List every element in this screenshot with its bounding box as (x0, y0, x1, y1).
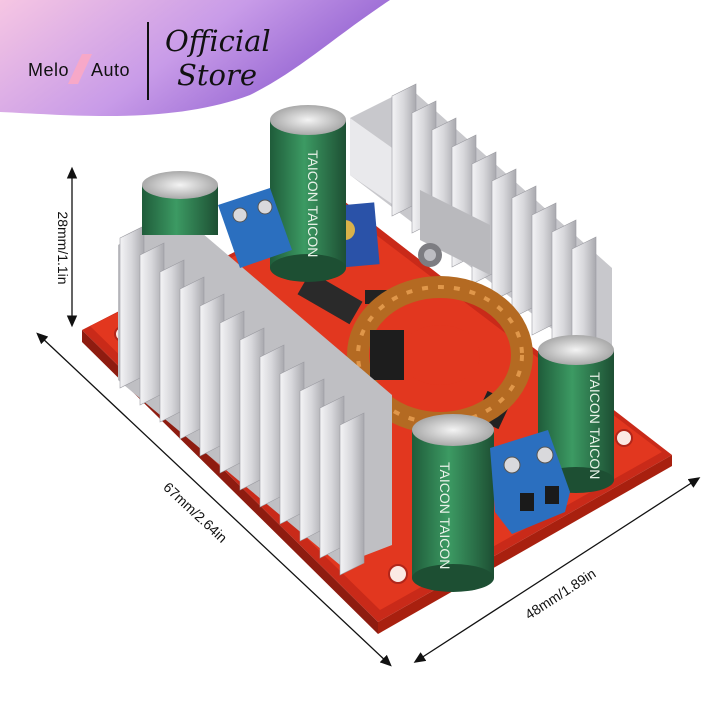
length-dimension-arrow (36, 332, 392, 667)
capacitor-marking: TAICON TAICON (437, 462, 453, 569)
capacitor (142, 171, 218, 235)
height-dimension-label: 28mm/1.1in (55, 211, 71, 284)
brand-name-right: Auto (91, 60, 131, 80)
capacitor: TAICON TAICON (270, 105, 346, 282)
rear-heatsink-fins (391, 83, 597, 370)
capacitor-marking: TAICON TAICON (587, 372, 603, 479)
width-dimension-arrow (413, 477, 701, 663)
length-dimension-label: 67mm/2.64in (160, 479, 230, 546)
heatsink-fin (339, 412, 365, 576)
screw-terminal-input (218, 188, 292, 268)
rectifier-diode (370, 330, 404, 380)
official-store-label: Official Store (165, 24, 271, 92)
brand-logo: Melo Auto (28, 54, 130, 84)
capacitor-marking: TAICON TAICON (305, 150, 321, 257)
smd-resistor-array (297, 271, 363, 325)
mounting-hole (615, 429, 633, 447)
store-line-official: Official (165, 24, 271, 58)
capacitor: TAICON TAICON (412, 414, 494, 592)
banner-divider (147, 22, 149, 100)
mounting-hole (388, 564, 408, 584)
brand-name-left: Melo (28, 60, 70, 80)
store-line-store: Store (177, 58, 258, 92)
regulator-chip (418, 190, 490, 275)
width-dimension-label: 48mm/1.89in (522, 565, 599, 623)
